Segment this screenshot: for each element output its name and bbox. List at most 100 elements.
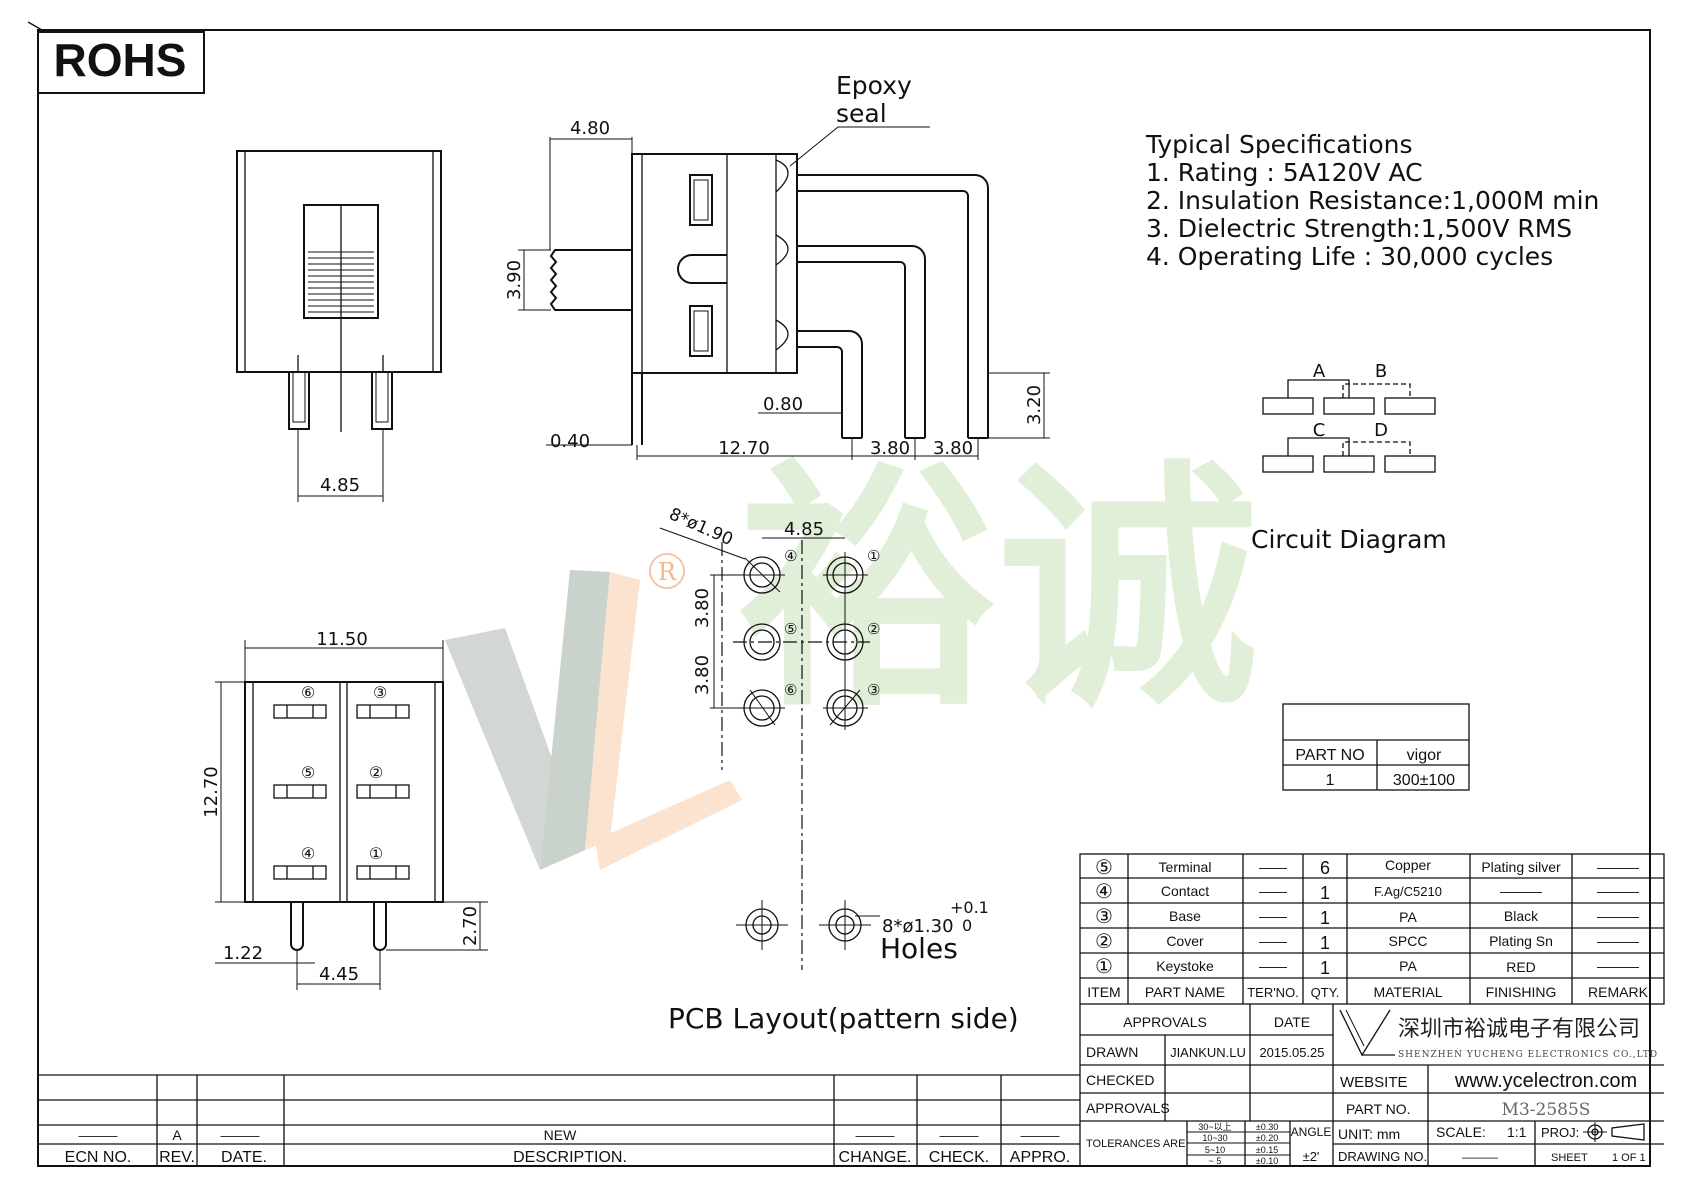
bom-part-name: Terminal <box>1159 859 1212 875</box>
pin-label: ① <box>369 844 383 863</box>
circuit-label-b: B <box>1375 361 1387 382</box>
dim-side-480: 4.80 <box>570 118 610 139</box>
angle-value: ±2' <box>1303 1149 1320 1164</box>
bom-item: ④ <box>1095 881 1113 903</box>
part-no-label: PART NO. <box>1346 1101 1411 1117</box>
epoxy-label-1: Epoxy <box>836 71 912 100</box>
bill-of-materials: ⑤ Terminal —— 6 Copper Plating silver ——… <box>1079 853 1665 1005</box>
projection-symbol-icon <box>1583 1122 1645 1142</box>
revision-row: ——— A ——— NEW ——— ——— ——— <box>79 1127 1060 1143</box>
bom-material: SPCC <box>1389 933 1428 949</box>
pin-label: ③ <box>867 681 880 699</box>
dim-pcb-380a: 3.80 <box>692 588 713 628</box>
rev-header: REV. <box>159 1149 195 1166</box>
bom-qty: 1 <box>1320 933 1330 953</box>
approvals-label: APPROVALS <box>1086 1100 1170 1116</box>
angle-label: ANGLE <box>1291 1125 1332 1139</box>
drawn-label: DRAWN <box>1086 1044 1138 1060</box>
unit-label: UNIT: mm <box>1338 1126 1400 1142</box>
bom-remark: ——— <box>1597 908 1639 924</box>
bom-row: ④ Contact —— 1 F.Ag/C5210 ——— ——— <box>1095 881 1639 903</box>
bom-header: FINISHING <box>1486 984 1557 1000</box>
circuit-label-a: A <box>1313 361 1326 382</box>
part-table-header: vigor <box>1407 747 1442 764</box>
tol-range: 10~30 <box>1202 1133 1227 1143</box>
bom-finishing: Plating Sn <box>1489 933 1553 949</box>
pin-label: ① <box>867 547 880 565</box>
bom-finishing: Plating silver <box>1481 859 1561 875</box>
tol-zero: 0 <box>962 916 972 935</box>
registered-mark: R <box>658 558 677 586</box>
watermark-logo: 裕诚 R <box>445 440 1258 870</box>
bom-ter: —— <box>1259 859 1287 875</box>
bom-finishing: Black <box>1504 908 1539 924</box>
bom-finishing: RED <box>1506 959 1536 975</box>
bom-row: ⑤ Terminal —— 6 Copper Plating silver ——… <box>1095 857 1639 879</box>
drawing-no-label: DRAWING NO. <box>1338 1149 1427 1164</box>
dim-pcb-holes-130: 8*ø1.30 <box>882 916 954 937</box>
dim-bottom-445: 4.45 <box>319 964 359 985</box>
pin-label: ④ <box>784 547 797 565</box>
part-vigor-table: PART NO vigor 1 300±100 <box>1282 703 1470 791</box>
revision-header-row: ECN NO. REV. DATE. DESCRIPTION. CHANGE. … <box>65 1149 1071 1166</box>
pin-label: ② <box>867 620 880 638</box>
part-table-cell: 1 <box>1326 772 1335 789</box>
title-block: APPROVALS DATE DRAWN JIANKUN.LU 2015.05.… <box>1079 1004 1664 1166</box>
tol-value: ±0.15 <box>1256 1145 1278 1155</box>
bom-header: REMARK <box>1588 984 1649 1000</box>
bom-ter: —— <box>1259 908 1287 924</box>
bottom-view: ⑥ ③ ⑤ ② ④ ① 11.50 12.70 2.70 1.22 4.45 <box>201 629 488 990</box>
pin-label: ⑥ <box>301 683 315 702</box>
sheet-label: SHEET <box>1551 1152 1588 1164</box>
bom-part-name: Keystoke <box>1156 958 1214 974</box>
bom-material: PA <box>1399 958 1417 974</box>
pin-label: ③ <box>373 683 387 702</box>
bom-row: ① Keystoke —— 1 PA RED ——— <box>1095 956 1639 978</box>
website-url: www.ycelectron.com <box>1454 1070 1637 1092</box>
bom-ter: —— <box>1259 883 1287 899</box>
circuit-label-d: D <box>1374 420 1388 441</box>
specs-title: Typical Specifications <box>1145 130 1412 159</box>
pin-label: ② <box>369 763 383 782</box>
epoxy-label-2: seal <box>836 99 887 128</box>
tol-value: ±0.10 <box>1256 1156 1278 1166</box>
scale-label: SCALE: <box>1436 1124 1486 1140</box>
rev-rev: A <box>172 1127 182 1143</box>
dim-side-320: 3.20 <box>1024 385 1045 425</box>
dim-pcb-380b: 3.80 <box>692 655 713 695</box>
bom-row: ③ Base —— 1 PA Black ——— <box>1095 906 1639 928</box>
bom-header: TER'NO. <box>1247 985 1299 1000</box>
company-logo-mark <box>1339 1009 1395 1057</box>
bom-header: PART NAME <box>1145 984 1225 1000</box>
date-head: DATE <box>1274 1014 1310 1030</box>
dim-bottom-1150: 11.50 <box>316 629 368 650</box>
rohs-box <box>37 31 205 94</box>
rev-header: APPRO. <box>1010 1149 1070 1166</box>
spec-item: 4. Operating Life : 30,000 cycles <box>1146 242 1553 271</box>
front-view: 4.85 <box>236 150 442 502</box>
rev-header: CHECK. <box>929 1149 989 1166</box>
bom-ter: —— <box>1259 933 1287 949</box>
rev-description: NEW <box>544 1127 577 1143</box>
projection-label: PROJ: <box>1541 1125 1579 1140</box>
approvals-head: APPROVALS <box>1123 1014 1207 1030</box>
checked-label: CHECKED <box>1086 1072 1154 1088</box>
bom-material: Copper <box>1385 857 1431 873</box>
bom-remark: ——— <box>1597 859 1639 875</box>
bom-material: F.Ag/C5210 <box>1374 884 1442 899</box>
bom-finishing: ——— <box>1500 883 1542 899</box>
circuit-label-c: C <box>1313 420 1326 441</box>
part-table-cell: 300±100 <box>1393 772 1455 789</box>
bom-qty: 1 <box>1320 908 1330 928</box>
dim-side-380b: 3.80 <box>933 438 973 459</box>
bom-item: ② <box>1095 931 1113 953</box>
rev-header: DATE. <box>221 1149 267 1166</box>
spec-item: 3. Dielectric Strength:1,500V RMS <box>1146 214 1572 243</box>
rev-header: DESCRIPTION. <box>513 1149 627 1166</box>
bom-header-row: ITEM PART NAME TER'NO. QTY. MATERIAL FIN… <box>1087 984 1648 1000</box>
typical-specifications: Typical Specifications 1. Rating : 5A120… <box>1145 130 1599 271</box>
tol-range: 5~10 <box>1205 1145 1225 1155</box>
bom-remark: ——— <box>1597 933 1639 949</box>
bom-ter: —— <box>1259 958 1287 974</box>
